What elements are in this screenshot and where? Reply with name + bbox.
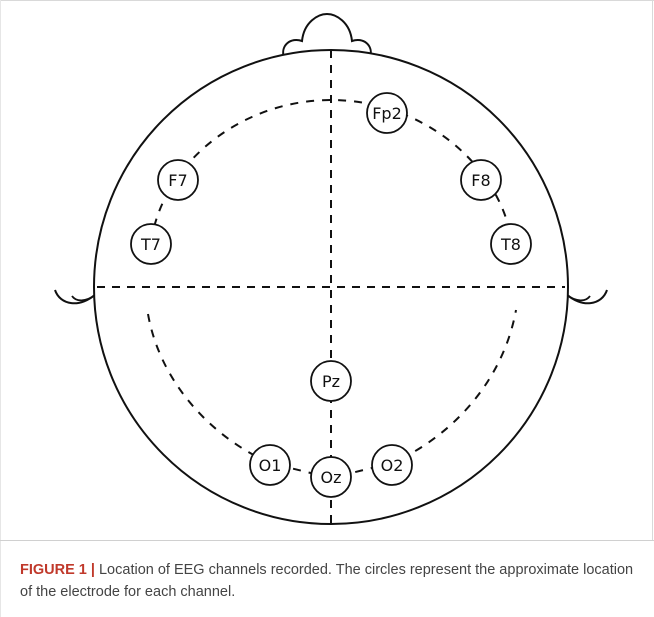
electrode-label: F8 <box>471 171 490 190</box>
figure-caption: FIGURE 1 | Location of EEG channels reco… <box>20 559 640 603</box>
figure-top-border <box>0 0 654 1</box>
electrode-label: T7 <box>140 235 161 254</box>
electrode-oz: Oz <box>310 456 352 498</box>
electrode-label: F7 <box>168 171 187 190</box>
electrode-label: Oz <box>321 468 342 487</box>
electrode-label: Fp2 <box>372 104 402 123</box>
figure-label: FIGURE 1 | <box>20 562 95 578</box>
electrode-f7: F7 <box>157 159 199 201</box>
electrode-pz: Pz <box>310 360 352 402</box>
caption-divider <box>0 540 654 541</box>
electrode-label: O2 <box>381 456 404 475</box>
electrode-fp2: Fp2 <box>366 92 408 134</box>
figure-left-border <box>0 0 1 617</box>
left-ear <box>54 289 98 305</box>
electrode-f8: F8 <box>460 159 502 201</box>
eeg-head-diagram: Fp2 F7 F8 T7 T8 Pz O1 Oz O2 <box>54 12 608 525</box>
electrode-o1: O1 <box>249 444 291 486</box>
electrode-label: Pz <box>322 372 340 391</box>
figure-caption-text: Location of EEG channels recorded. The c… <box>20 562 634 600</box>
left-ear-inner <box>71 294 96 302</box>
electrode-t8: T8 <box>490 223 532 265</box>
electrode-t7: T7 <box>130 223 172 265</box>
right-ear-inner <box>566 294 591 302</box>
electrode-label: T8 <box>500 235 521 254</box>
electrode-label: O1 <box>259 456 282 475</box>
right-ear <box>564 289 608 305</box>
nose-outline <box>282 12 372 59</box>
head-outline <box>93 49 569 525</box>
electrode-o2: O2 <box>371 444 413 486</box>
figure-right-border <box>652 0 653 540</box>
